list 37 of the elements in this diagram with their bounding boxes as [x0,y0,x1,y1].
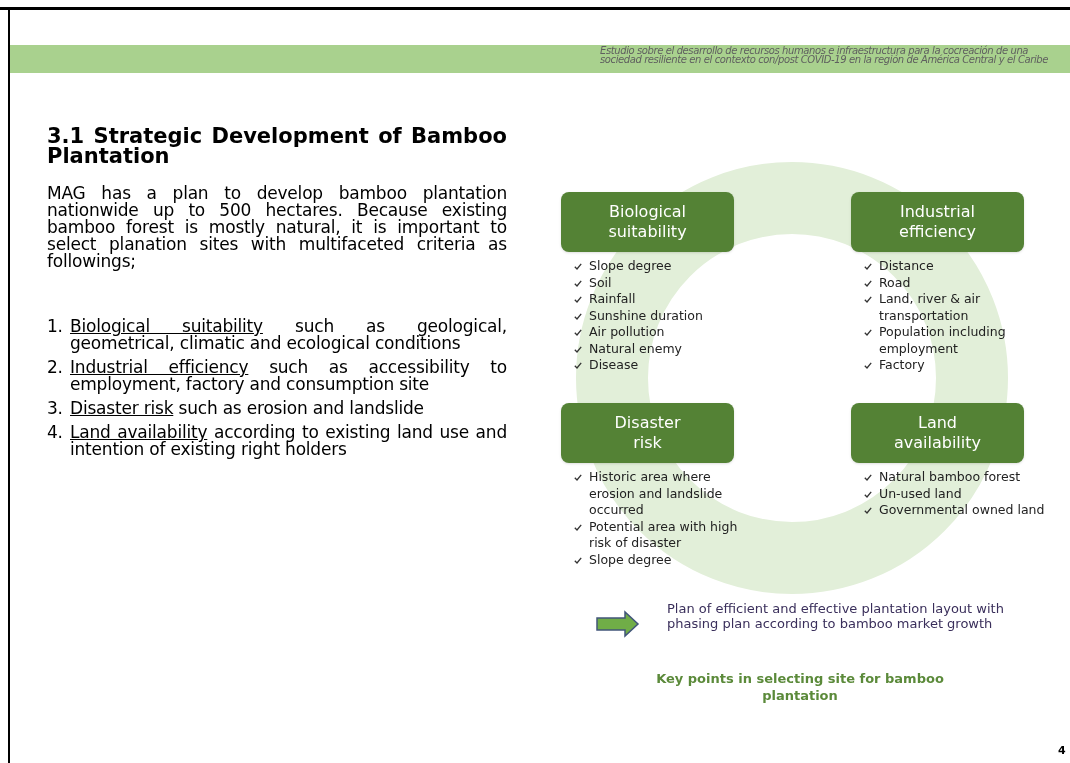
figure-caption: Key points in selecting site for bamboo plantation [655,670,945,704]
checklist-item: Disease [571,357,741,374]
checklist-item: Factory [861,357,1051,374]
checklist-item: Land, river & air transportation [861,291,1051,324]
checklist-item: Slope degree [571,258,741,275]
criterion-box [851,192,1024,252]
checklist-item: Governmental owned land [861,502,1051,519]
checklist-item: Slope degree [571,551,741,568]
intro-paragraph: MAG has a plan to develop bamboo plantation nationwide up to 500 hectares. Because existing bamboo forest is mostly natural, it is important to select planation sites with multifaceted criteria as followings; [47,185,507,270]
header-text: Estudio sobre el desarrollo de recursos humanos e infraestructura para la cocreación de una sociedad resiliente en el contexto con/post COVID-19 en la región de América Central y el Caribe [600,46,1049,64]
criterion-heading: Land availability [893,413,982,453]
page-number: 4 [1058,743,1066,759]
checklist-item: Potential area with high risk of disaster [571,518,741,552]
outcome-text: Plan of efficient and effective plantation layout with phasing plan according to bamboo market growth [667,601,1005,631]
checklist-item: Sunshine duration [571,307,741,324]
criterion-item: 4. Land availability according to existing land use and intention of existing right holders [47,424,507,458]
checklist-item: Un-used land [861,485,1051,502]
checklist-item: Rainfall [571,291,741,308]
criterion-box [851,403,1024,463]
checklist-item: Historic area where erosion and landslide occurred [571,469,741,519]
checklist-item: Population including employment [861,324,1051,357]
checklist-item: Air pollution [571,324,741,341]
criterion-box [561,403,734,463]
block-arrow [596,610,640,638]
checklist-item: Natural bamboo forest [861,469,1051,486]
criterion-item: 3. Disaster risk such as erosion and landslide [47,400,425,417]
checklist-item: Soil [571,274,741,291]
criterion-heading: Biological suitability [607,202,688,242]
checklist-item: Natural enemy [571,340,741,357]
checklist-item: Road [861,274,1051,291]
criterion-item: 2. Industrial efficiency such as accessibility to employment, factory and consumption site [47,359,507,393]
criterion-box [561,192,734,252]
section-title: 3.1 Strategic Development of Bamboo Plantation [47,126,507,166]
criterion-heading: Disaster risk [613,413,682,453]
checklist-item: Distance [861,258,1051,275]
criterion-item: 1. Biological suitability such as geological, geometrical, climatic and ecological conditions [47,318,507,352]
criterion-heading: Industrial efficiency [898,202,977,242]
